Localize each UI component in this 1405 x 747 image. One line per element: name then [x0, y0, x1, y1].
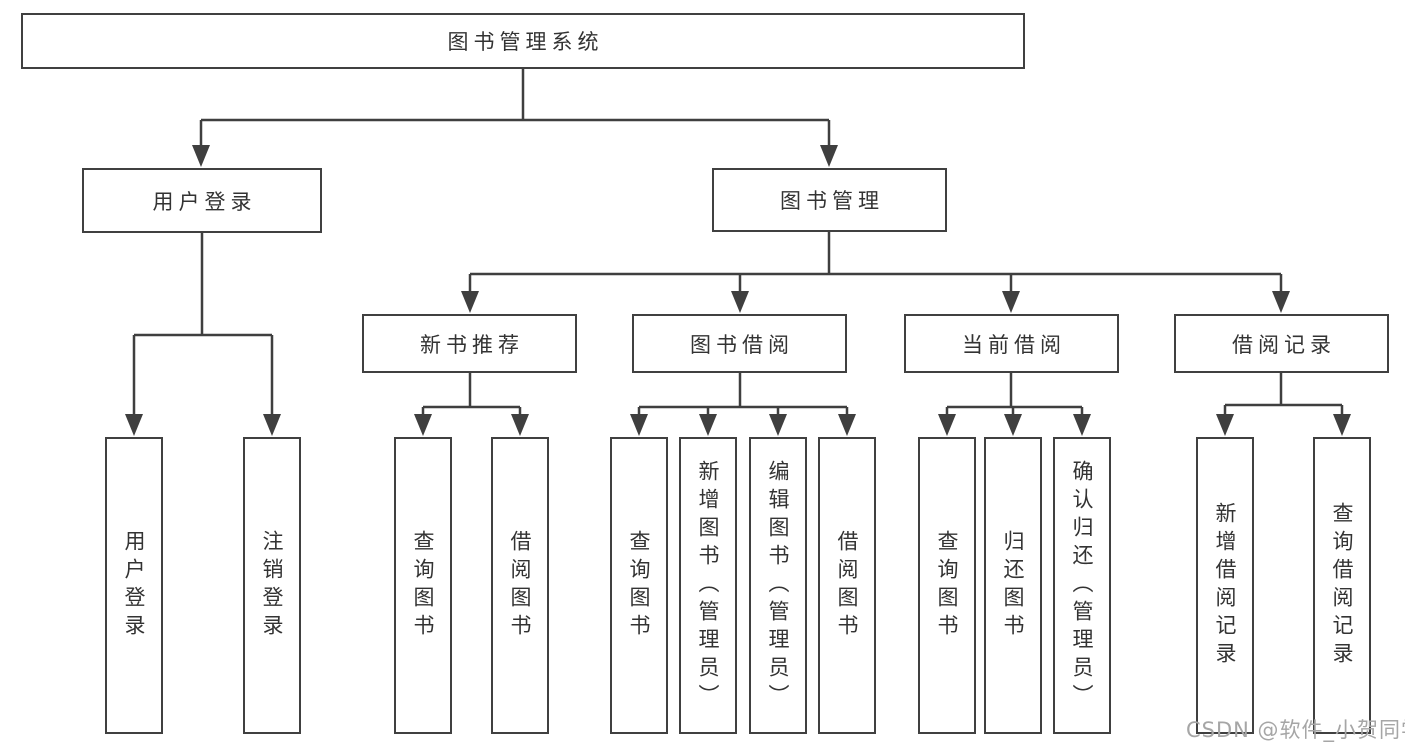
- leaf-edit-book-admin: 编辑图书（管理员）: [749, 437, 807, 734]
- leaf-confirm-return-admin: 确认归还（管理员）: [1053, 437, 1111, 734]
- leaf-query-borrow-record: 查询借阅记录: [1313, 437, 1371, 734]
- leaf-return-books: 归还图书: [984, 437, 1042, 734]
- node-book-borrowing: 图书借阅: [632, 314, 847, 373]
- leaf-borrow-books-newrec: 借阅图书: [491, 437, 549, 734]
- leaf-query-books-newrec: 查询图书: [394, 437, 452, 734]
- node-user-login: 用户登录: [82, 168, 322, 233]
- leaf-query-books-borrow: 查询图书: [610, 437, 668, 734]
- watermark: CSDN @软件_小贺同学: [1186, 718, 1405, 742]
- node-borrow-records: 借阅记录: [1174, 314, 1389, 373]
- leaf-add-book-admin: 新增图书（管理员）: [679, 437, 737, 734]
- leaf-add-borrow-record: 新增借阅记录: [1196, 437, 1254, 734]
- leaf-user-login: 用户登录: [105, 437, 163, 734]
- node-new-book-recommend: 新书推荐: [362, 314, 577, 373]
- node-current-borrowing: 当前借阅: [904, 314, 1119, 373]
- arrowheads: [125, 145, 1351, 436]
- node-book-management: 图书管理: [712, 168, 947, 232]
- leaf-borrow-books-borrow: 借阅图书: [818, 437, 876, 734]
- node-library-system: 图书管理系统: [21, 13, 1025, 69]
- leaf-logout: 注销登录: [243, 437, 301, 734]
- leaf-query-books-current: 查询图书: [918, 437, 976, 734]
